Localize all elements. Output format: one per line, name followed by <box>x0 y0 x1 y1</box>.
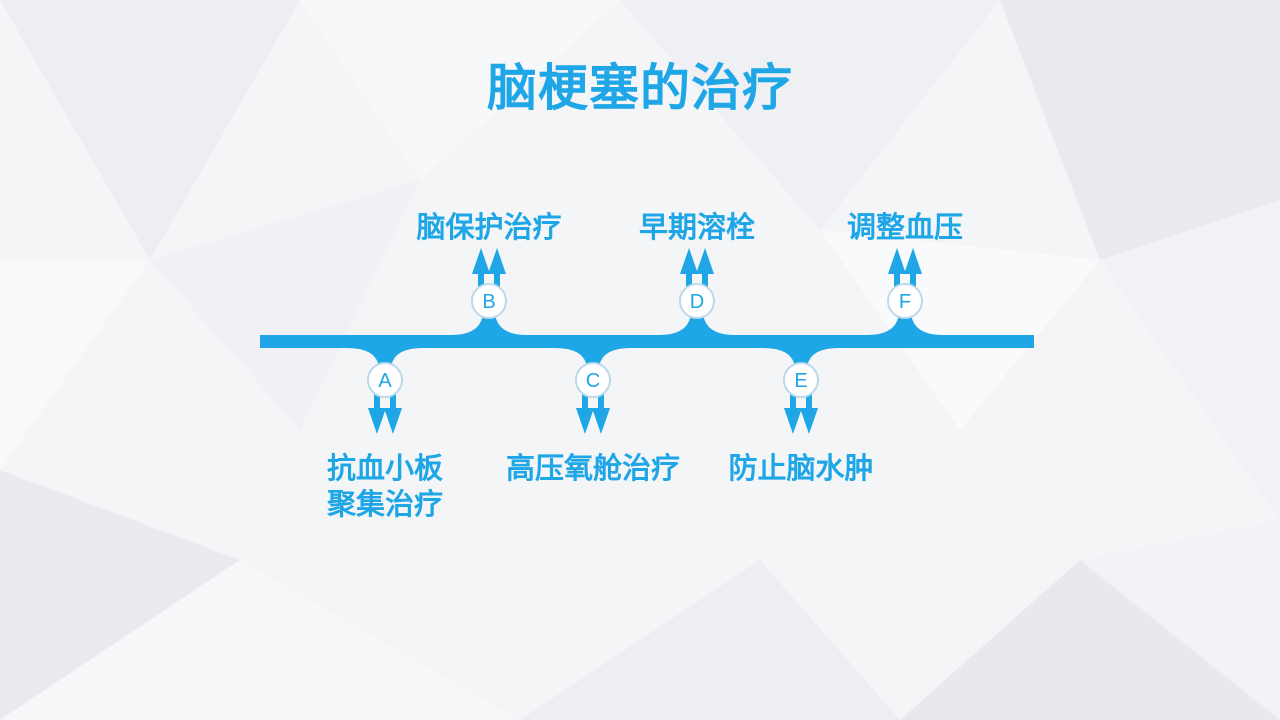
step-marker <box>367 362 403 398</box>
step-marker <box>887 283 923 319</box>
step-label-line: 防止脑水肿 <box>728 451 874 485</box>
arrow-head-icon <box>488 248 506 274</box>
step-label-c: 高压氧舱治疗 <box>506 450 680 486</box>
step-label-d: 早期溶栓 <box>639 209 755 245</box>
arrow-head-icon <box>784 408 802 434</box>
branch-junction <box>659 313 735 335</box>
branch-junction <box>763 348 839 368</box>
step-marker-letter: B <box>482 291 495 313</box>
branch-a: A <box>347 348 423 434</box>
step-marker-letter: D <box>690 291 704 313</box>
step-label-line: 高压氧舱治疗 <box>506 451 681 485</box>
branch-c: C <box>555 348 631 434</box>
step-marker <box>575 362 611 398</box>
arrow-head-icon <box>592 408 610 434</box>
branch-f: F <box>867 248 943 335</box>
step-label-e: 防止脑水肿 <box>729 450 874 486</box>
step-marker-letter: C <box>586 370 600 392</box>
arrow-head-icon <box>904 248 922 274</box>
step-label-line: 脑保护治疗 <box>416 210 562 244</box>
branch-b: B <box>451 248 527 335</box>
branch-d: D <box>659 248 735 335</box>
arrow-head-icon <box>888 248 906 274</box>
branch-junction <box>555 348 631 368</box>
branch-junction <box>867 313 943 335</box>
branch-junction <box>347 348 423 368</box>
step-marker <box>783 362 819 398</box>
arrow-head-icon <box>680 248 698 274</box>
arrow-head-icon <box>368 408 386 434</box>
timeline-bar <box>260 335 1034 348</box>
step-label-line: 早期溶栓 <box>639 210 756 244</box>
step-marker <box>471 283 507 319</box>
arrow-head-icon <box>384 408 402 434</box>
step-marker-letter: A <box>378 370 392 392</box>
branch-e: E <box>763 348 839 434</box>
step-marker-letter: E <box>794 370 807 392</box>
step-label-line: 抗血小板 <box>327 451 444 485</box>
arrow-head-icon <box>800 408 818 434</box>
branch-junction <box>451 313 527 335</box>
arrow-head-icon <box>696 248 714 274</box>
step-label-f: 调整血压 <box>847 209 963 245</box>
step-label-a: 抗血小板聚集治疗 <box>327 450 443 522</box>
step-label-line: 调整血压 <box>847 210 964 244</box>
step-label-b: 脑保护治疗 <box>417 209 562 245</box>
slide-title: 脑梗塞的治疗 <box>487 59 793 117</box>
step-marker <box>679 283 715 319</box>
step-label-line: 聚集治疗 <box>327 487 444 521</box>
arrow-head-icon <box>472 248 490 274</box>
arrow-head-icon <box>576 408 594 434</box>
step-marker-letter: F <box>899 291 911 313</box>
